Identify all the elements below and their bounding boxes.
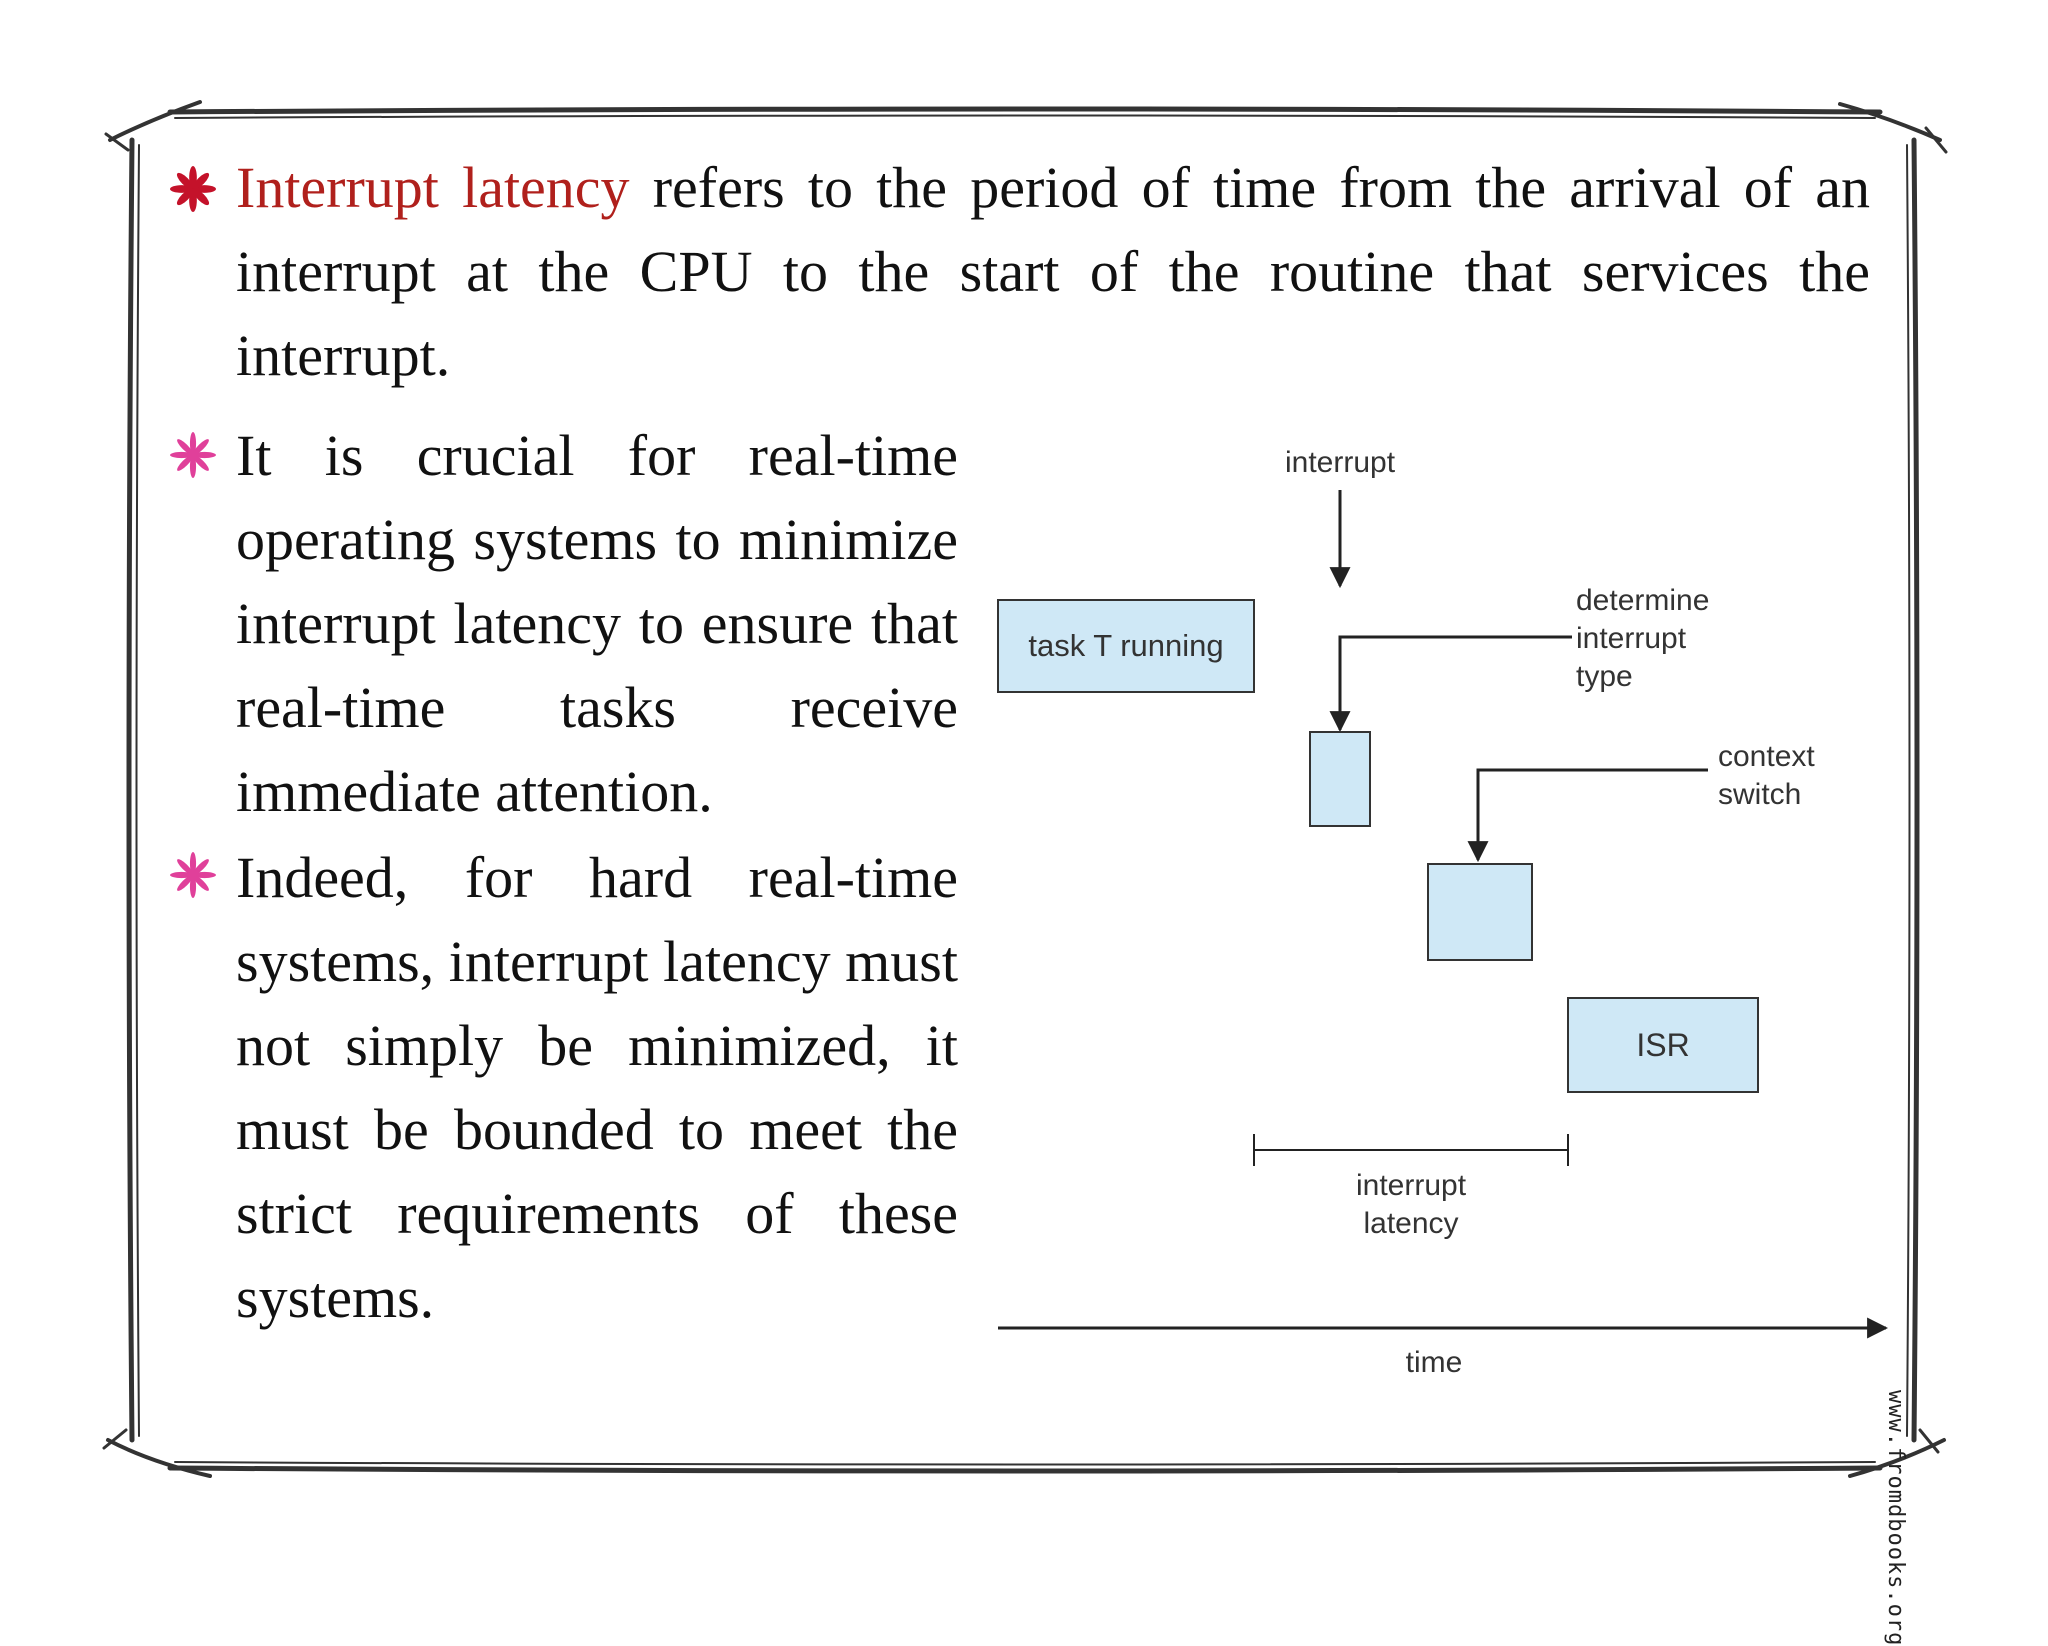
context-label-line2: switch [1718,778,1801,811]
isr-label: ISR [1636,1027,1689,1063]
flower-bullet-icon [170,432,216,478]
time-label: time [1406,1346,1463,1379]
flower-bullet-icon [170,166,216,212]
bullet-paragraph-1: Interrupt latency refers to the period o… [236,146,1870,398]
determine-label-line2: interrupt [1576,622,1687,655]
determine-box [1309,731,1371,827]
side-credit: www.fromdbooks.org [1883,1390,1908,1646]
bullet-paragraph-2: It is crucial for real-time operating sy… [236,423,958,824]
context-switch-box [1427,863,1533,961]
determine-arrow [1329,635,1572,733]
decorative-frame [102,100,1948,1478]
context-label-line1: context [1718,740,1815,773]
bullet-text-1: refers to the period of time from the ar… [236,155,1871,388]
bullet-paragraph-3: Indeed, for hard real-time systems, inte… [236,845,958,1330]
flower-bullet-icon [170,852,216,898]
determine-label-line1: determine [1576,584,1709,617]
latency-label-line2: latency [1363,1207,1458,1240]
task-label: task T running [1028,628,1223,663]
determine-label-line3: type [1576,660,1633,693]
task-box [997,599,1255,693]
latency-label-line1: interrupt [1356,1169,1467,1202]
isr-box [1567,997,1759,1093]
interrupt-label: interrupt [1285,446,1396,479]
interrupt-latency-diagram: interrupt task T running determine inter… [997,446,1889,1379]
context-switch-arrow [1467,768,1708,863]
term-interrupt-latency: Interrupt latency [236,155,630,220]
